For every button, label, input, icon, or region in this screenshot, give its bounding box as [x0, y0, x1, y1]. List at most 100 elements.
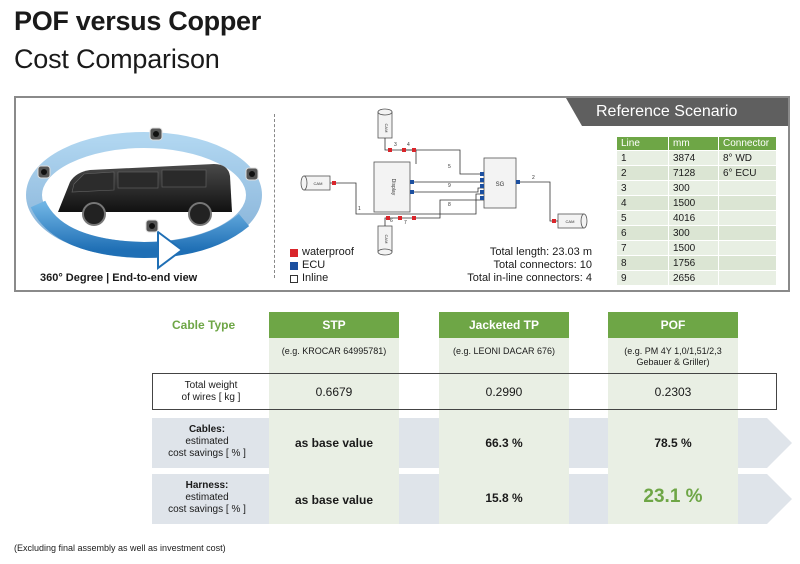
cell-connector: [718, 270, 777, 286]
dashed-divider: [274, 114, 275, 278]
pof-example-line: Gebauer & Griller): [636, 357, 710, 367]
harness-label: Harness: estimated cost savings [ % ]: [152, 480, 262, 516]
sg-box: [483, 157, 517, 209]
page-subtitle: Cost Comparison: [14, 44, 220, 74]
reference-scenario-banner: Reference Scenario: [566, 98, 788, 126]
cell-mm: 1500: [668, 195, 719, 211]
stp-header: STP: [269, 312, 399, 338]
cell-line: 7: [616, 240, 669, 256]
legend-label: ECU: [302, 259, 326, 271]
schematic-diagram: CAM CAM CAM CAM Display SG: [300, 108, 588, 256]
cell-connector: [718, 255, 777, 271]
footnote: (Excluding final assembly as well as inv…: [14, 543, 226, 553]
cell-connector: 8° WD: [718, 150, 777, 166]
pof-example: (e.g. PM 4Y 1,0/1,51/2,3 Gebauer & Grill…: [608, 346, 738, 368]
van-illustration: 360° Degree | End-to-end view: [18, 100, 270, 290]
pof-weight: 0.2303: [654, 385, 692, 399]
wires: [330, 138, 558, 226]
weight-label-line: Total weight: [184, 380, 238, 391]
scenario-frame: 360° Degree | End-to-end view CAM CAM CA…: [14, 96, 790, 292]
cell-line: 1: [616, 150, 669, 166]
van-360-graphic: [26, 127, 262, 270]
waterproof-swatch-icon: [290, 248, 298, 257]
total-length: Total length: 23.03 m: [489, 246, 592, 258]
cell-mm: 300: [668, 180, 719, 196]
cell-line: 9: [616, 270, 669, 286]
svg-text:6: 6: [390, 218, 393, 224]
display-box: [373, 161, 411, 213]
header-connector: Connector: [718, 136, 777, 151]
cell-line: 4: [616, 195, 669, 211]
jacketed-tp-cables-savings: 66.3 %: [485, 436, 523, 450]
harness-label-title: Harness:: [185, 480, 229, 491]
stp-harness-savings: as base value: [294, 493, 374, 507]
cell-mm: 300: [668, 225, 719, 241]
harness-label-line: estimated: [185, 492, 229, 503]
legend-waterproof: waterproof: [290, 246, 354, 259]
page-title: POF versus Copper: [14, 6, 261, 36]
cell-mm: 1756: [668, 255, 719, 271]
cell-connector: [718, 210, 777, 226]
waterproof-connectors: [332, 148, 556, 223]
jacketed-tp-header: Jacketed TP: [439, 312, 569, 338]
cell-mm: 1500: [668, 240, 719, 256]
cell-connector: [718, 195, 777, 211]
schematic-legend: waterproof ECU Inline: [290, 246, 354, 285]
line-number-labels: 1 2 3 4 5 6 7 8 9: [358, 142, 535, 226]
cam-bottom: [377, 225, 393, 256]
total-inline-connectors: Total in-line connectors: 4: [467, 272, 592, 284]
cell-connector: 6° ECU: [718, 165, 777, 181]
cam-label: CAM: [384, 124, 389, 133]
ecu-connectors: [410, 172, 520, 200]
pof-header: POF: [608, 312, 738, 338]
ecu-swatch-icon: [290, 261, 298, 270]
cell-mm: 7128: [668, 165, 719, 181]
van-icon: [58, 164, 232, 226]
svg-text:1: 1: [358, 206, 361, 212]
svg-text:9: 9: [448, 183, 451, 189]
svg-text:5: 5: [448, 164, 451, 170]
weight-row: [152, 373, 777, 410]
pof-harness-savings: 23.1 %: [643, 486, 703, 507]
harness-label-line: cost savings [ % ]: [168, 504, 246, 515]
stp-column-panel: [269, 338, 399, 524]
legend-ecu: ECU: [290, 259, 354, 272]
cell-mm: 4016: [668, 210, 719, 226]
total-connectors: Total connectors: 10: [493, 259, 592, 271]
cell-line: 2: [616, 165, 669, 181]
header-line: Line: [616, 136, 669, 151]
reference-table-header: Line mm Connector: [616, 136, 777, 151]
cam-label: CAM: [314, 181, 323, 186]
van-caption: 360° Degree | End-to-end view: [40, 272, 198, 284]
cell-line: 3: [616, 180, 669, 196]
pof-cables-savings: 78.5 %: [654, 436, 692, 450]
cables-label-title: Cables:: [188, 424, 226, 435]
jacketed-tp-harness-savings: 15.8 %: [485, 491, 523, 505]
cables-label-line: cost savings [ % ]: [168, 448, 246, 459]
cell-connector: [718, 240, 777, 256]
cam-label: CAM: [384, 235, 389, 244]
legend-label: Inline: [302, 272, 329, 284]
schematic-totals: Total length: 23.03 m Total connectors: …: [467, 246, 592, 285]
cell-connector: [718, 225, 777, 241]
inline-swatch-icon: [290, 274, 298, 283]
cable-type-label: Cable Type: [172, 318, 236, 332]
cell-connector: [718, 180, 777, 196]
pof-example-line: (e.g. PM 4Y 1,0/1,51/2,3: [624, 346, 722, 356]
camera-icons: [37, 127, 259, 233]
svg-text:2: 2: [532, 175, 535, 181]
ring-arrow-icon: [157, 230, 184, 270]
stp-cables-savings: as base value: [294, 436, 374, 450]
wiring-schematic: CAM CAM CAM CAM Display SG: [280, 102, 616, 290]
weight-label: Total weight of wires [ kg ]: [156, 380, 266, 404]
cam-left: [300, 175, 331, 191]
